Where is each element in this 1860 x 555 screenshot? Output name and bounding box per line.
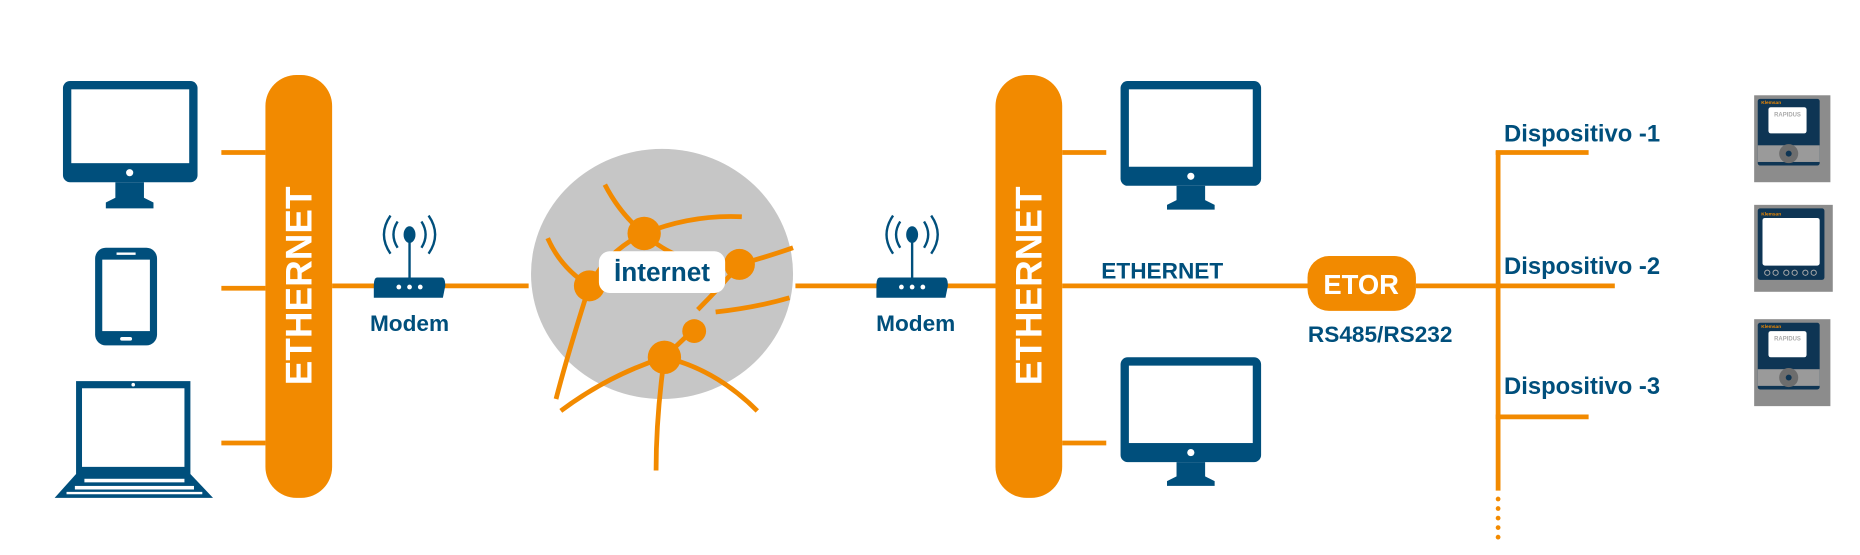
internet-label: İnternet <box>614 257 710 287</box>
device-brand: Klemsan <box>1761 100 1781 106</box>
rapidus-device-image: Klemsan RAPIDUS <box>1754 95 1831 183</box>
right-modem-icon <box>876 214 948 298</box>
internet-label-box <box>598 251 726 293</box>
desktop-monitor-icon <box>1120 80 1262 210</box>
continuation-dots <box>1495 496 1501 540</box>
right-modem-label: Modem <box>876 311 955 336</box>
desktop-monitor-icon <box>1120 357 1262 486</box>
device-brand: Klemsan <box>1761 324 1781 330</box>
device-label-1: Dispositivo -1 <box>1504 121 1660 148</box>
smartphone-icon <box>95 247 158 346</box>
etor-converter: ETOR <box>1307 256 1416 311</box>
device-screen-text: RAPIDUS <box>1774 113 1801 119</box>
left-device-links <box>221 150 266 446</box>
device-brand: Klemsan <box>1761 212 1781 218</box>
right-ethernet-label: ETHERNET <box>1008 186 1049 385</box>
right-ethernet-bus: ETHERNET <box>995 75 1063 498</box>
internet-globe-icon: İnternet <box>531 148 794 471</box>
left-modem-label: Modem <box>370 311 449 336</box>
desktop-monitor-icon <box>62 80 198 209</box>
device-label-2: Dispositivo -2 <box>1504 253 1660 280</box>
laptop-icon <box>54 381 214 498</box>
left-ethernet-label: ETHERNET <box>278 186 319 385</box>
left-ethernet-bus: ETHERNET <box>265 75 333 498</box>
etor-label: ETOR <box>1323 269 1399 300</box>
ethernet-link-label: ETHERNET <box>1101 259 1223 284</box>
left-modem-icon <box>373 214 446 298</box>
rapidus-device-image: Klemsan RAPIDUS <box>1754 319 1831 407</box>
right-device-links <box>1062 150 1107 446</box>
kla-device-image: Klemsan <box>1754 204 1833 292</box>
device-screen-text: RAPIDUS <box>1774 337 1801 343</box>
serial-label: RS485/RS232 <box>1308 322 1453 347</box>
serial-bus <box>1415 150 1615 491</box>
device-label-3: Dispositivo -3 <box>1504 373 1660 400</box>
